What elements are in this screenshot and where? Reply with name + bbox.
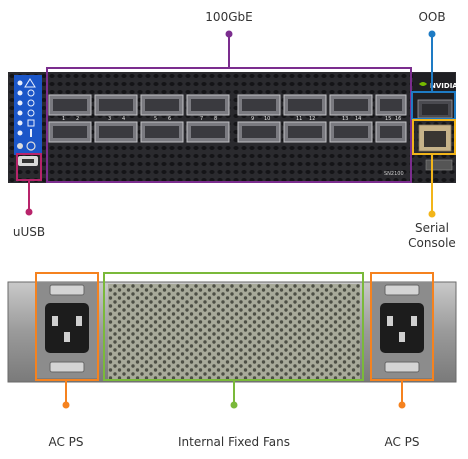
port-label-top: 15 <box>385 116 391 122</box>
label-ac-ps-right: AC PS <box>384 435 419 449</box>
callout-dot <box>62 401 70 409</box>
label-100gbe: 100GbE <box>205 10 252 24</box>
serial-callout-box <box>412 119 456 155</box>
port-label-top: 3 <box>108 116 111 122</box>
port-label-bottom: 10 <box>264 116 270 122</box>
callout-dot <box>25 208 33 216</box>
port-label-bottom: 6 <box>168 116 171 122</box>
callout-dot <box>428 210 436 218</box>
port-label-top: 1 <box>62 116 65 122</box>
switch-rear-view <box>7 281 457 383</box>
port-label-top: 11 <box>296 116 302 122</box>
callout-dot <box>398 401 406 409</box>
callout-dot <box>225 30 233 38</box>
port-label-bottom: 12 <box>309 116 315 122</box>
port-label-top: 13 <box>342 116 348 122</box>
port-label-top: 9 <box>251 116 254 122</box>
callout-dot <box>230 401 238 409</box>
port-label-top: 7 <box>200 116 203 122</box>
ac-inlet-left-icon <box>45 303 89 353</box>
brand-label: NVIDIA <box>430 82 458 90</box>
label-oob: OOB <box>418 10 445 24</box>
port-label-bottom: 8 <box>214 116 217 122</box>
switch-front-view: 1 3 5 7 9 11 13 15 2 4 6 8 10 12 14 16 S… <box>8 72 458 183</box>
ac-inlet-right-icon <box>380 303 424 353</box>
fan-grille <box>108 284 360 380</box>
label-internal-fixed-fans: Internal Fixed Fans <box>178 435 290 449</box>
port-label-bottom: 4 <box>122 116 125 122</box>
label-uusb: uUSB <box>13 225 45 239</box>
label-console: Console <box>408 236 456 250</box>
nvidia-logo-icon <box>419 82 427 86</box>
port-label-bottom: 2 <box>76 116 79 122</box>
label-serial: Serial <box>415 221 449 235</box>
port-label-top: 5 <box>154 116 157 122</box>
callout-dot <box>428 30 436 38</box>
label-ac-ps-left: AC PS <box>48 435 83 449</box>
port-label-bottom: 16 <box>395 116 401 122</box>
port-label-bottom: 14 <box>355 116 361 122</box>
model-label: SN2100 <box>384 171 404 177</box>
